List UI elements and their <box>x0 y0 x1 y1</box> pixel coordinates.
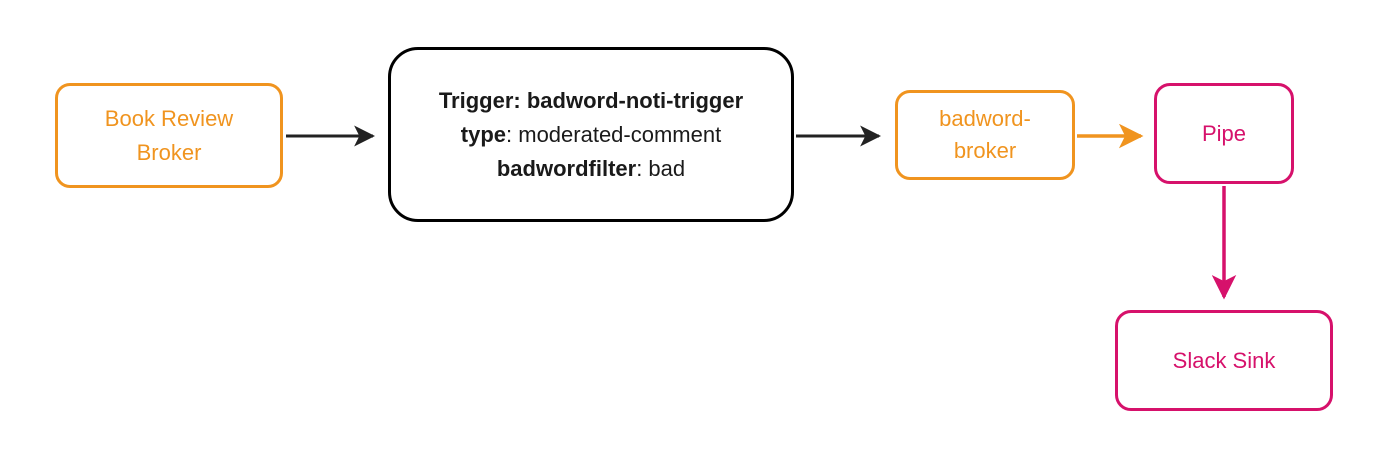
trigger-filter-key: badwordfilter <box>496 155 637 181</box>
trigger-type-line: type: moderated-comment <box>461 118 721 152</box>
node-label-line: badword- <box>939 106 1031 131</box>
node-pipe: Pipe <box>1154 83 1294 184</box>
node-label-line: Book Review <box>104 105 234 131</box>
node-label: Slack Sink <box>1172 347 1276 373</box>
node-trigger: Trigger: badword-noti-trigger type: mode… <box>388 47 794 222</box>
trigger-filter-line: badwordfilter: bad <box>497 152 685 186</box>
trigger-name-line: Trigger: badword-noti-trigger <box>438 87 744 113</box>
node-book-review-broker: Book Review Broker <box>55 83 283 188</box>
node-label-line: broker <box>953 138 1017 163</box>
trigger-type-key: type <box>460 121 507 147</box>
node-label-line: Broker <box>136 139 202 165</box>
node-label: Pipe <box>1201 120 1247 146</box>
trigger-type-value: : moderated-comment <box>506 121 722 147</box>
trigger-filter-value: : bad <box>636 155 686 181</box>
node-badword-broker: badword- broker <box>895 90 1075 180</box>
node-slack-sink: Slack Sink <box>1115 310 1333 411</box>
